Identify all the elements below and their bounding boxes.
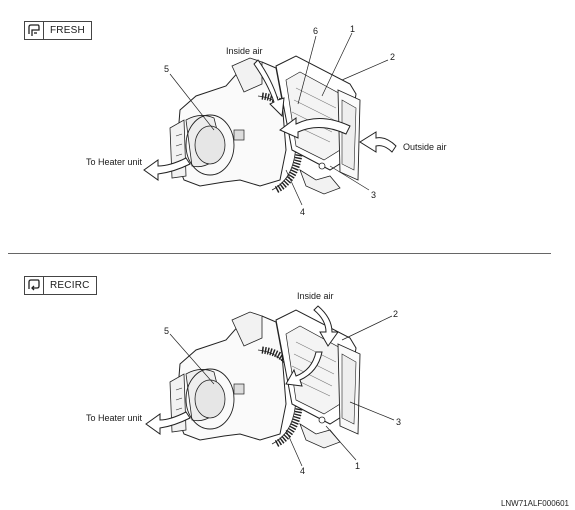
figure-code: LNW71ALF000601	[500, 499, 569, 508]
fresh-air-mode-icon	[25, 22, 44, 39]
recirc-flow-arrow	[285, 351, 323, 387]
recirc-inside-air-label: Inside air	[297, 291, 334, 301]
section-divider	[8, 253, 551, 254]
fresh-to-heater-label: To Heater unit	[86, 157, 143, 167]
recirc-to-heater-label: To Heater unit	[86, 413, 143, 423]
recirc-to-heater-arrow	[145, 411, 191, 435]
outside-air-arrow	[359, 131, 397, 153]
fresh-callout-6: 6	[313, 26, 318, 36]
recirc-inside-air-arrow	[313, 305, 339, 347]
fresh-mode-box: FRESH	[24, 21, 92, 40]
recirc-callout-4: 4	[300, 466, 305, 476]
fresh-inside-air-arrow	[253, 59, 285, 118]
recirc-callout-1: 1	[355, 461, 360, 471]
recirc-callout-3: 3	[396, 417, 401, 427]
recirc-mode-icon	[25, 277, 44, 294]
fresh-to-heater-arrow	[143, 157, 191, 181]
recirc-callout-2: 2	[393, 309, 398, 319]
fresh-callout-4: 4	[300, 207, 305, 217]
fresh-callout-3: 3	[371, 190, 376, 200]
fresh-inside-air-label: Inside air	[226, 46, 263, 56]
recirc-callout-5: 5	[164, 326, 169, 336]
fresh-diagram: Inside air Outside air To Heater unit 1 …	[86, 24, 447, 217]
fresh-callout-5: 5	[164, 64, 169, 74]
recirc-diagram: Inside air To Heater unit 1 2 3 4 5	[86, 291, 401, 476]
fresh-outside-air-label: Outside air	[403, 142, 447, 152]
fresh-flow-arrow	[279, 117, 351, 139]
fresh-mode-label: FRESH	[50, 25, 85, 36]
fresh-callout-2: 2	[390, 52, 395, 62]
recirc-mode-box: RECIRC	[24, 276, 97, 295]
recirc-mode-label: RECIRC	[50, 280, 90, 291]
fresh-callout-1: 1	[350, 24, 355, 34]
